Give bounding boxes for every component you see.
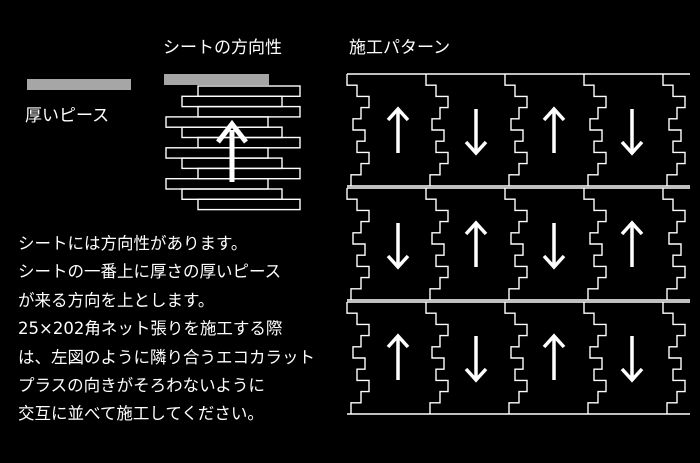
up-arrow-icon (542, 106, 566, 153)
arrow-head (464, 140, 488, 156)
interlock-edge (346, 74, 370, 186)
interlock-edge (346, 302, 370, 414)
arrow-head (386, 254, 410, 270)
description-line: 交互に並べて施工してください。 (18, 404, 264, 424)
arrow-head (542, 333, 566, 349)
description-line: プラスの向きがそろわないように (18, 376, 265, 396)
sheet-strips (165, 85, 301, 211)
sheet-strip (197, 198, 301, 211)
interlock-edge (504, 302, 528, 414)
description-line: シートの一番上に厚さの厚いピース (18, 262, 282, 282)
arrow-head (620, 367, 644, 383)
up-arrow-icon (620, 220, 644, 267)
interlock-edge (662, 188, 686, 300)
interlock-edge (583, 74, 607, 186)
installation-pattern-title: 施工パターン (349, 38, 451, 58)
description-line: シートには方向性があります。 (18, 234, 248, 253)
arrow-head (464, 367, 488, 383)
interlock-edge (583, 188, 607, 300)
interlock-edge (425, 188, 449, 300)
arrow-head (386, 106, 410, 122)
thick-piece-swatch (27, 79, 131, 90)
down-arrow-icon (620, 109, 644, 156)
sheet-up-arrow (216, 119, 248, 182)
arrow-head (542, 254, 566, 270)
up-arrow-icon (542, 333, 566, 380)
up-arrow-icon (464, 220, 488, 267)
interlock-edge (425, 302, 449, 414)
arrow-head (620, 220, 644, 236)
up-arrow-icon (386, 106, 410, 153)
description-line: が来る方向を上とします。 (18, 290, 215, 310)
thick-piece-label: 厚いピース (25, 106, 110, 126)
arrow-head (464, 220, 488, 236)
down-arrow-icon (464, 336, 488, 383)
interlock-edge (504, 74, 528, 186)
pattern-arrows (386, 106, 644, 383)
thick-piece-bar (164, 74, 269, 85)
arrow-head (542, 106, 566, 122)
interlock-edge (504, 188, 528, 300)
interlock-edge (662, 74, 686, 186)
down-arrow-icon (542, 223, 566, 270)
down-arrow-icon (386, 223, 410, 270)
arrow-head (386, 333, 410, 349)
description-line: 25×202角ネット張りを施工する際 (18, 319, 283, 339)
down-arrow-icon (464, 109, 488, 156)
sheet-direction-title: シートの方向性 (163, 38, 282, 58)
up-arrow-icon (386, 333, 410, 380)
interlock-edge (662, 302, 686, 414)
description-text: シートには方向性があります。 シートの一番上に厚さの厚いピース が来る方向を上と… (18, 230, 348, 429)
arrow-head (620, 140, 644, 156)
description-line: は、左図のように隣り合うエコカラット (18, 347, 315, 367)
interlock-edge (425, 74, 449, 186)
interlock-edge (346, 188, 370, 300)
down-arrow-icon (620, 336, 644, 383)
pattern-outline (346, 73, 690, 415)
interlock-edge (583, 302, 607, 414)
